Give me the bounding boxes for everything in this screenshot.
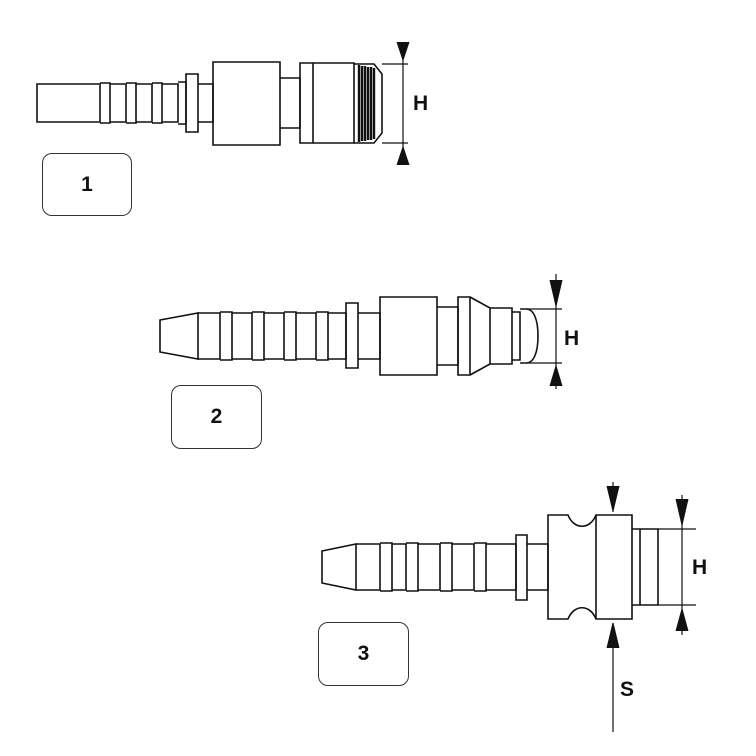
fitting-1-label: 1 — [42, 153, 132, 216]
fitting-3-label: 3 — [318, 622, 409, 686]
fitting-3-drawing — [321, 482, 696, 732]
fitting-3-hex — [547, 514, 633, 620]
fitting-2-barb-tip — [159, 312, 199, 360]
fitting-2-drawing — [159, 274, 563, 389]
fitting-2-collar — [345, 302, 359, 369]
fitting-1-dimension-h: H — [413, 92, 428, 115]
fitting-1-collar — [185, 73, 199, 133]
fitting-1-hex — [212, 61, 281, 146]
fitting-3-dimension-s: S — [620, 678, 634, 701]
fitting-1-drawing — [36, 41, 410, 166]
fitting-3-dimension-h: H — [692, 556, 707, 579]
fitting-1-barb-tip — [36, 83, 101, 123]
fitting-2-label: 2 — [171, 385, 262, 449]
fitting-3-collar — [515, 534, 528, 601]
fitting-2-dimension-h: H — [564, 327, 579, 350]
fitting-2-hex — [379, 296, 438, 376]
fitting-3-barb-tip — [321, 543, 357, 591]
